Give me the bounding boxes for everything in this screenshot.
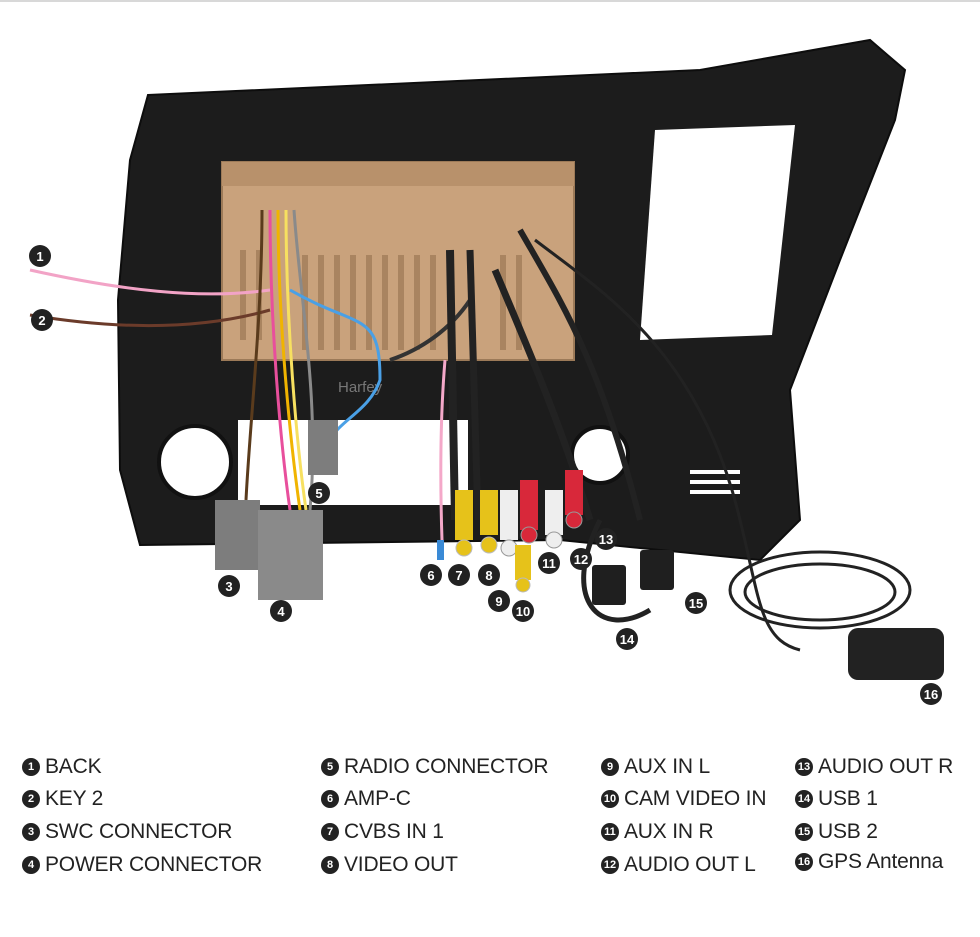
legend-item-power-connector: 4 POWER CONNECTOR — [22, 850, 262, 880]
legend-number: 3 — [22, 823, 40, 841]
legend-item-audio-out-l: 12 AUDIO OUT L — [601, 850, 756, 880]
legend-item-usb-1: 14 USB 1 — [795, 784, 878, 814]
legend-item-swc-connector: 3 SWC CONNECTOR — [22, 817, 232, 847]
legend-item-cvbs-in-1: 7 CVBS IN 1 — [321, 817, 444, 847]
gps-cable-loop — [728, 550, 912, 630]
callout-1: 1 — [29, 245, 51, 267]
legend-number: 7 — [321, 823, 339, 841]
callout-12: 12 — [570, 548, 592, 570]
legend-label: SWC CONNECTOR — [45, 820, 233, 843]
legend-label: AUDIO OUT R — [818, 755, 954, 778]
callout-11: 11 — [538, 552, 560, 574]
legend-number: 9 — [601, 758, 619, 776]
legend-number: 10 — [601, 790, 619, 808]
power-connector — [258, 510, 323, 600]
callout-7: 7 — [448, 564, 470, 586]
legend-number: 13 — [795, 758, 813, 776]
legend-number: 11 — [601, 823, 619, 841]
legend-item-audio-out-r: 13 AUDIO OUT R — [795, 752, 953, 782]
legend-item-usb-2: 15 USB 2 — [795, 817, 878, 847]
legend-label: CVBS IN 1 — [344, 820, 444, 843]
legend-number: 16 — [795, 853, 813, 871]
callout-2: 2 — [31, 309, 53, 331]
callout-5: 5 — [308, 482, 330, 504]
brand-watermark: Harfey — [338, 379, 383, 396]
legend-label: KEY 2 — [45, 787, 104, 810]
legend-label: USB 2 — [818, 820, 878, 843]
legend-item-cam-video-in: 10 CAM VIDEO IN — [601, 784, 766, 814]
callout-14: 14 — [616, 628, 638, 650]
legend-label: GPS Antenna — [818, 850, 944, 873]
callout-4: 4 — [270, 600, 292, 622]
callout-6: 6 — [420, 564, 442, 586]
callout-13: 13 — [595, 528, 617, 550]
legend-label: VIDEO OUT — [344, 853, 458, 876]
callout-9: 9 — [488, 590, 510, 612]
legend-item-back: 1 BACK — [22, 752, 102, 782]
swc-connector — [215, 500, 260, 570]
legend-label: USB 1 — [818, 787, 878, 810]
legend-number: 6 — [321, 790, 339, 808]
legend-item-aux-in-l: 9 AUX IN L — [601, 752, 710, 782]
round-vent — [157, 424, 233, 500]
legend-number: 15 — [795, 823, 813, 841]
legend-item-aux-in-r: 11 AUX IN R — [601, 817, 714, 847]
legend-label: RADIO CONNECTOR — [344, 755, 549, 778]
amp-c-wire-tip — [437, 540, 444, 560]
legend-item-gps-antenna: 16 GPS Antenna — [795, 847, 943, 877]
legend-label: AMP-C — [344, 787, 411, 810]
legend-number: 5 — [321, 758, 339, 776]
legend-label: CAM VIDEO IN — [624, 787, 767, 810]
legend-number: 4 — [22, 856, 40, 874]
legend-item-radio-connector: 5 RADIO CONNECTOR — [321, 752, 548, 782]
product-photo: Harfey — [29, 38, 944, 680]
bezel-cutout-right — [640, 125, 795, 340]
legend-label: AUDIO OUT L — [624, 853, 756, 876]
gps-antenna — [848, 628, 944, 680]
legend-number: 14 — [795, 790, 813, 808]
rca-plugs — [455, 470, 583, 593]
bezel-cutout-lower — [238, 420, 468, 505]
vent-grille — [690, 470, 740, 494]
callout-10: 10 — [512, 600, 534, 622]
wire-harness — [29, 209, 801, 652]
callout-16: 16 — [920, 683, 942, 705]
legend-item-amp-c: 6 AMP-C — [321, 784, 411, 814]
callout-8: 8 — [478, 564, 500, 586]
chassis-top-band — [222, 162, 574, 186]
legend-label: POWER CONNECTOR — [45, 853, 263, 876]
legend-label: AUX IN R — [624, 820, 714, 843]
legend-item-key2: 2 KEY 2 — [22, 784, 103, 814]
legend-number: 2 — [22, 790, 40, 808]
legend-item-video-out: 8 VIDEO OUT — [321, 850, 458, 880]
legend-label: BACK — [45, 755, 102, 778]
usb-plug-1 — [592, 565, 626, 605]
legend-number: 8 — [321, 856, 339, 874]
legend-number: 12 — [601, 856, 619, 874]
callout-3: 3 — [218, 575, 240, 597]
connector-legend: 1 BACK 2 KEY 2 3 SWC CONNECTOR 4 POWER C… — [0, 748, 980, 888]
legend-number: 1 — [22, 758, 40, 776]
top-divider — [0, 0, 980, 2]
legend-label: AUX IN L — [624, 755, 710, 778]
callout-15: 15 — [685, 592, 707, 614]
radio-connector — [308, 420, 338, 475]
usb-plug-2 — [640, 550, 674, 590]
